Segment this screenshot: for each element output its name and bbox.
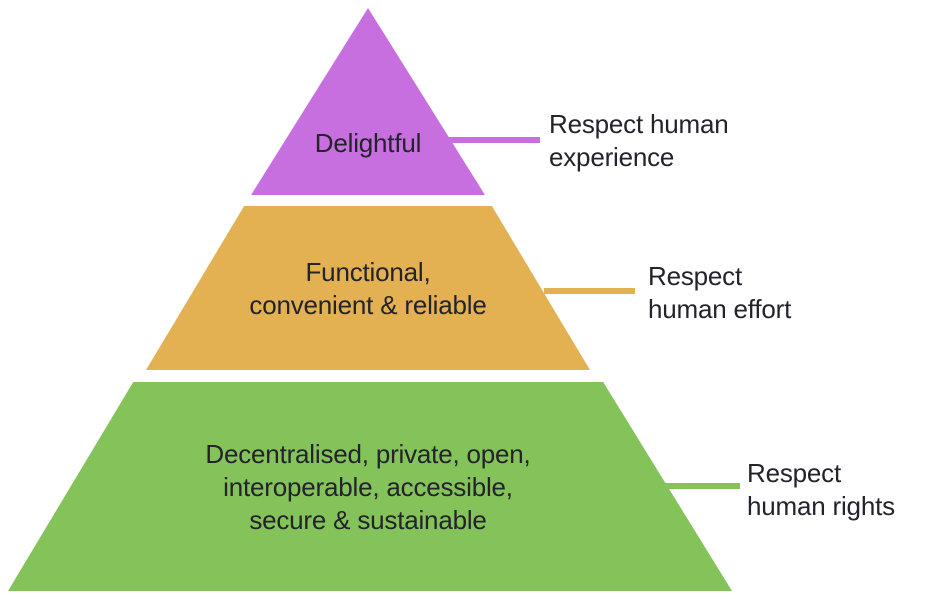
- callout-line-bottom: [658, 483, 740, 489]
- tier-bottom-trapezoid: [8, 382, 732, 591]
- callout-line-middle: [544, 288, 635, 294]
- callout-line-top: [446, 137, 540, 143]
- tier-middle-label: Functional, convenient & reliable: [249, 257, 487, 320]
- annotation-respect-human-effort: Respect human effort: [648, 261, 792, 324]
- tier-top-triangle: [251, 8, 485, 195]
- annotation-respect-human-rights: Respect human rights: [747, 458, 895, 521]
- tier-top-label: Delightful: [314, 128, 422, 158]
- tier-bottom-label: Decentralised, private, open, interopera…: [205, 439, 531, 535]
- annotation-respect-human-experience: Respect human experience: [549, 109, 729, 172]
